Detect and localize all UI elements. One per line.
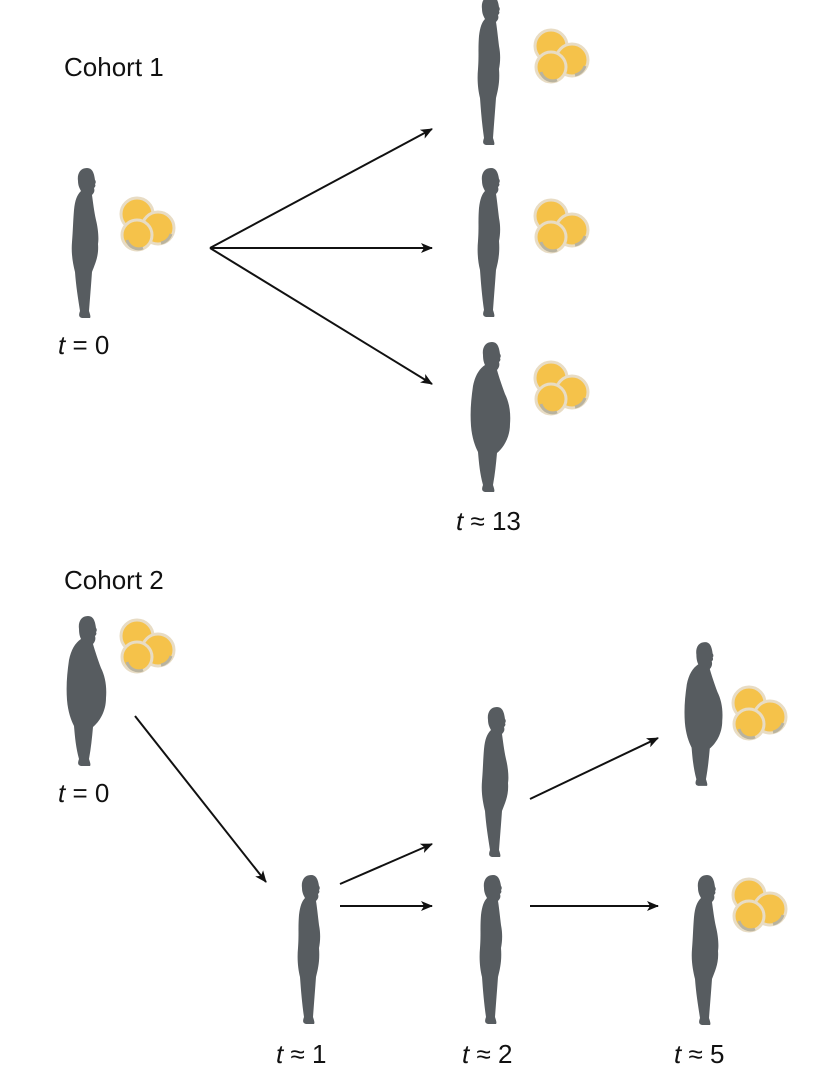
cohort1-end-time-label: t ≈ 13	[456, 506, 521, 536]
cohort1-end-fat-cells-bottom-icon	[533, 360, 590, 416]
cohort2-t5-fat-cells-bottom-icon	[731, 877, 788, 933]
cohort1-arrow-bottom	[209, 247, 433, 385]
cohort2-t2-person-bottom-icon	[479, 875, 503, 1024]
cohort2-arrow-loss	[134, 715, 267, 883]
cohort2-title: Cohort 2	[64, 565, 164, 595]
cohort1-title: Cohort 1	[64, 52, 164, 82]
cohort1-end-person-slim-middle-icon	[477, 168, 501, 317]
cohort1-end-person-slim-top-icon	[477, 0, 501, 145]
cohort2-t5-person-top-icon	[684, 642, 723, 786]
cohort1-end-fat-cells-top-icon	[533, 28, 590, 84]
cohort1-end-fat-cells-middle-icon	[533, 198, 590, 254]
cohort2-start-fat-cells-icon	[119, 618, 176, 674]
cohort2-t2-time-label: t ≈ 2	[462, 1039, 513, 1069]
cohort1-start-time-label: t = 0	[58, 330, 110, 360]
cohort1-start-fat-cells-icon	[119, 196, 176, 252]
cohort2-t5-time-label: t ≈ 5	[674, 1039, 725, 1069]
cohort2-t5-person-bottom-icon	[691, 875, 719, 1025]
cohort1-end-person-heavy-icon	[470, 342, 511, 492]
cohort2-arrow-t1-to-t2-top	[339, 843, 433, 885]
cohort2-t5-fat-cells-top-icon	[731, 685, 788, 741]
cohort2-start-person-heavy-icon	[66, 616, 107, 766]
cohort2-t2-person-top-icon	[481, 707, 509, 857]
cohort2-arrow-t2-to-t5-top	[529, 737, 659, 800]
cohort2-t1-person-icon	[297, 875, 321, 1024]
cohort1-arrow-top	[209, 128, 433, 249]
cohort2-start-time-label: t = 0	[58, 778, 110, 808]
cohort1-start-person-icon	[71, 168, 99, 318]
cohort2-t1-time-label: t ≈ 1	[276, 1039, 327, 1069]
